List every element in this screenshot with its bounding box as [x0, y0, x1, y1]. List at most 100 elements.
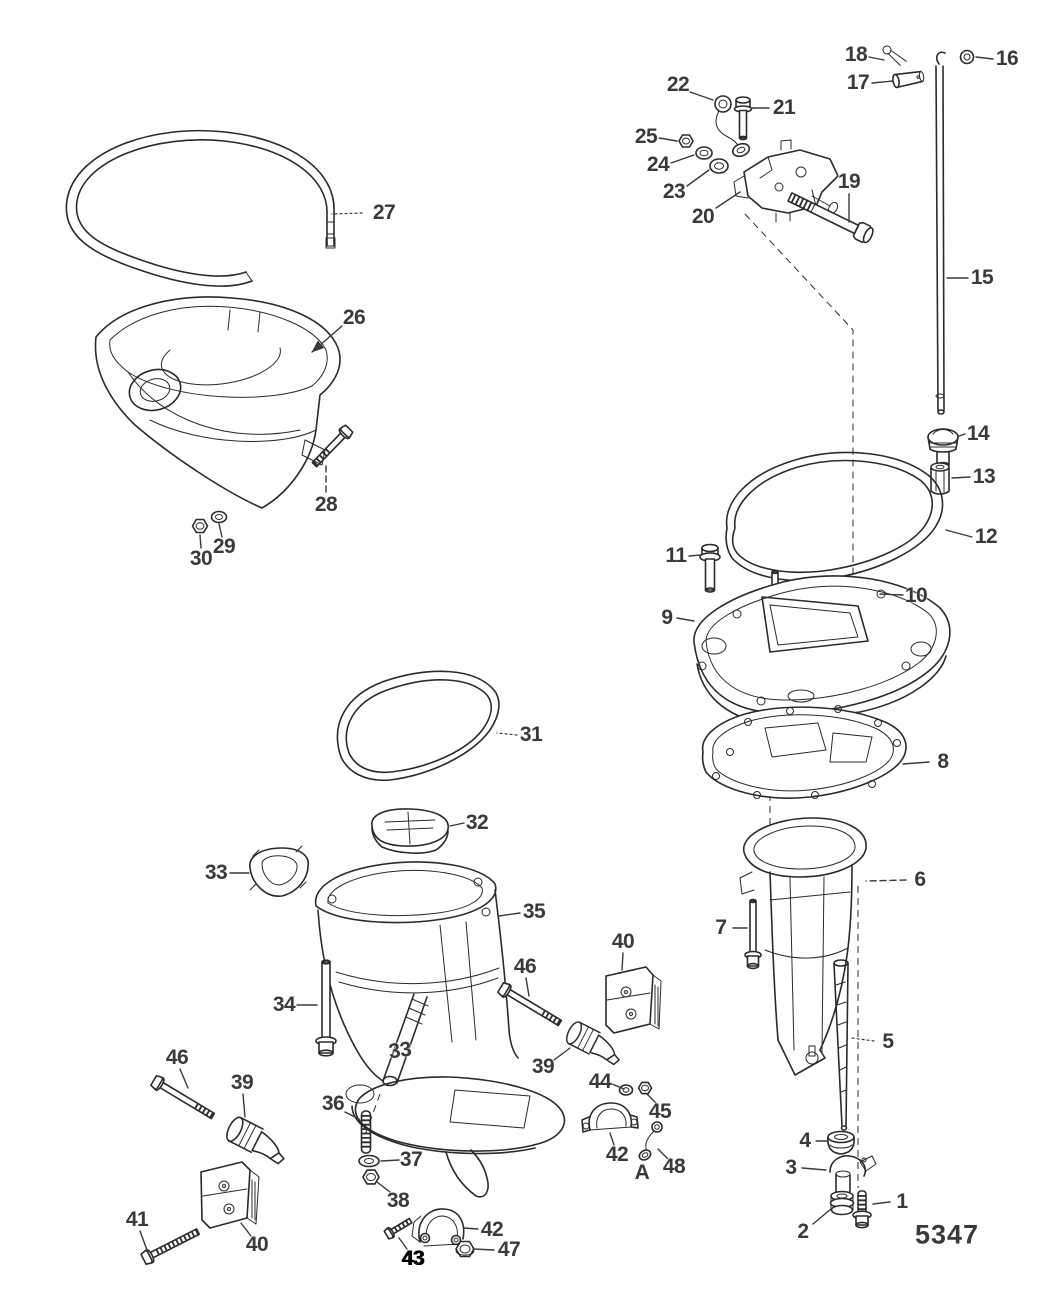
leader-23 — [686, 169, 710, 187]
callout-23: 23 — [662, 180, 686, 203]
leader-45 — [646, 1093, 657, 1104]
grommet-4 — [827, 1130, 855, 1155]
callout-15: 15 — [970, 266, 994, 289]
leader-40b — [621, 952, 624, 971]
leader-43 — [398, 1237, 408, 1250]
nut-25 — [678, 134, 694, 148]
bolt-19 — [787, 192, 874, 244]
callout-39a: 39 — [230, 1071, 254, 1094]
bolt-41 — [140, 1228, 201, 1265]
callout-37: 37 — [399, 1148, 423, 1171]
link-wire-48 — [638, 1121, 663, 1161]
leader-35 — [498, 912, 521, 917]
washer-37 — [358, 1154, 380, 1168]
callout-28: 28 — [314, 493, 338, 516]
callout-44: 44 — [588, 1070, 612, 1093]
anode-40-right — [605, 966, 662, 1034]
callout-45: 45 — [648, 1100, 672, 1123]
callout-9: 9 — [661, 606, 673, 629]
callout-39b: 39 — [531, 1055, 555, 1078]
mount-cup-33 — [249, 845, 309, 897]
bolt-7 — [744, 898, 762, 970]
leader-31 — [496, 732, 518, 736]
plug-cap-14 — [927, 428, 959, 469]
leader-24 — [670, 154, 695, 164]
callout-8: 8 — [937, 750, 949, 773]
stud-36 — [360, 1110, 372, 1154]
leader-13 — [951, 476, 971, 479]
leader-14 — [958, 433, 966, 437]
callout-33: 33 — [204, 861, 228, 884]
callout-4: 4 — [799, 1129, 811, 1152]
callout-17: 17 — [846, 71, 870, 94]
leader-41 — [139, 1230, 148, 1251]
cotter-pin-18 — [882, 45, 907, 66]
leader-9 — [676, 617, 695, 622]
nut-45 — [637, 1081, 653, 1095]
callout-24: 24 — [646, 153, 670, 176]
callout-48: 48 — [662, 1155, 686, 1178]
callout-A: A — [634, 1161, 650, 1184]
callout-19: 19 — [837, 170, 861, 193]
callout-3: 3 — [785, 1156, 797, 1179]
callout-16: 16 — [995, 47, 1019, 70]
callout-34: 34 — [272, 993, 296, 1016]
callout-11: 11 — [665, 544, 687, 567]
callout-38: 38 — [386, 1189, 410, 1212]
leader-5 — [851, 1037, 875, 1042]
leader-2 — [812, 1208, 832, 1225]
nut-30 — [191, 518, 209, 534]
leader-16 — [975, 56, 994, 60]
leader-47 — [472, 1248, 495, 1251]
washer-23 — [709, 158, 729, 174]
valve-fitting-20 — [733, 139, 839, 223]
callout-30: 30 — [189, 547, 213, 570]
leader-40a — [240, 1222, 252, 1237]
leader-1 — [872, 1201, 891, 1205]
washer-24 — [695, 146, 713, 160]
leader-26 — [311, 325, 343, 353]
callout-12: 12 — [974, 525, 998, 548]
bolt-28 — [311, 424, 354, 468]
washer-16 — [959, 49, 975, 65]
nut-38 — [362, 1169, 380, 1185]
callout-33b: 33 — [387, 1037, 413, 1064]
leader-3 — [801, 1167, 827, 1171]
callout-6: 6 — [914, 868, 926, 891]
cowl-seal-trim — [65, 129, 336, 287]
callout-27: 27 — [372, 201, 396, 224]
callout-46a: 46 — [165, 1046, 189, 1069]
callout-46b: 46 — [513, 955, 537, 978]
spacer-13 — [930, 462, 950, 495]
clevis-pin-17 — [892, 70, 925, 89]
leader-22 — [689, 91, 714, 101]
callout-21: 21 — [772, 96, 796, 119]
callout-1: 1 — [896, 1190, 908, 1213]
callout-5: 5 — [882, 1030, 894, 1053]
trim-sensor-39-left — [226, 1116, 285, 1165]
leader-8 — [902, 761, 930, 765]
callout-14: 14 — [966, 422, 990, 445]
callout-20: 20 — [691, 205, 715, 228]
anode-40-left — [200, 1161, 260, 1229]
cushion-32 — [371, 808, 449, 854]
leader-37 — [380, 1159, 400, 1162]
bolt-34 — [315, 959, 337, 1057]
leader-30 — [199, 534, 202, 549]
callout-41: 41 — [125, 1208, 149, 1231]
washer-44 — [618, 1084, 634, 1096]
callout-40a: 40 — [245, 1233, 269, 1256]
leader-44 — [611, 1083, 625, 1090]
leader-29 — [218, 523, 223, 538]
exhaust-adapter-6 — [739, 817, 867, 1076]
callout-42b: 42 — [480, 1218, 504, 1241]
bolt-46-left — [150, 1074, 216, 1120]
callout-40b: 40 — [611, 930, 635, 953]
clamp-42-right — [581, 1102, 639, 1133]
leader-10 — [879, 593, 904, 596]
callout-36: 36 — [321, 1092, 345, 1115]
bolt-46-right — [497, 981, 563, 1027]
callout-7: 7 — [715, 916, 727, 939]
callout-31: 31 — [519, 723, 543, 746]
